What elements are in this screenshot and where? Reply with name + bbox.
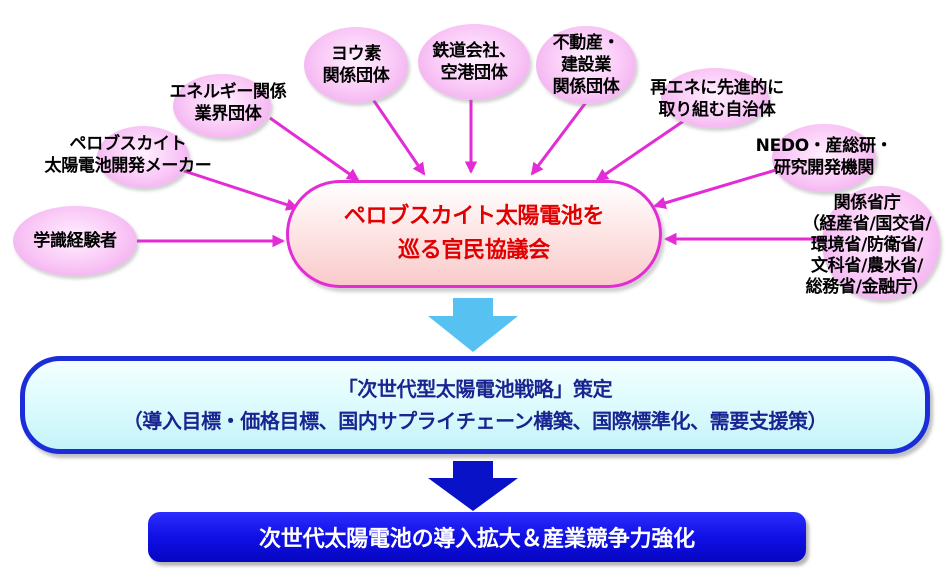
label-railway-airport: 鉄道会社、 空港団体 (432, 41, 516, 83)
label-energy-groups: エネルギー関係 業界団体 (169, 82, 287, 124)
label-perovskite-makers: ペロブスカイト 太陽電池開発メーカー (44, 134, 212, 176)
label-ministries: 関係省庁 （経産省/国交省/ 環境省/防衛省/ 文科省/農水省/ 総務省/金融庁… (802, 192, 932, 297)
arrow-local-governments (595, 116, 689, 182)
ellipse-ministries (822, 186, 940, 300)
ellipse-real-estate-groups (536, 26, 636, 104)
down-arrow-to-strategy (428, 298, 518, 352)
ellipse-energy-groups (173, 74, 271, 138)
label-real-estate-groups: 不動産・ 建設業 関係団体 (552, 33, 620, 97)
label-academic-experts: 学識経験者 (33, 231, 117, 251)
ellipse-academic-experts (13, 206, 137, 276)
strategy-details: （導入目標・価格目標、国内サプライチェーン構築、国際標準化、需要支援策） (122, 409, 828, 433)
ellipse-railway-airport (418, 24, 530, 100)
arrow-real-estate-groups (530, 96, 592, 176)
outcome-box: 次世代太陽電池の導入拡大＆産業競争力強化 (148, 512, 806, 562)
down-arrow-to-outcome (428, 461, 518, 511)
label-local-governments: 再エネに先進的に 取り組む自治体 (650, 78, 784, 120)
ellipse-local-governments (661, 68, 769, 128)
ellipse-perovskite-makers (97, 126, 189, 188)
public-private-council-box: ペロブスカイト太陽電池を 巡る官民協議会 (286, 180, 662, 288)
label-research-institutes: NEDO・産総研・ 研究開発機関 (755, 136, 893, 178)
ellipse-iodine-groups (304, 27, 408, 103)
ellipse-research-institutes (772, 124, 876, 192)
arrow-iodine-groups (368, 94, 426, 176)
council-label: ペロブスカイト太陽電池を 巡る官民協議会 (343, 204, 605, 263)
arrow-research-institutes (653, 168, 777, 209)
arrow-energy-groups (269, 116, 360, 182)
outcome-label: 次世代太陽電池の導入拡大＆産業競争力強化 (258, 527, 695, 552)
strategy-box: 「次世代型太陽電池戦略」策定 （導入目標・価格目標、国内サプライチェーン構築、国… (20, 356, 930, 454)
arrow-perovskite-makers (174, 166, 299, 211)
strategy-title: 「次世代型太陽電池戦略」策定 (337, 377, 613, 401)
label-iodine-groups: ヨウ素 関係団体 (322, 44, 390, 86)
